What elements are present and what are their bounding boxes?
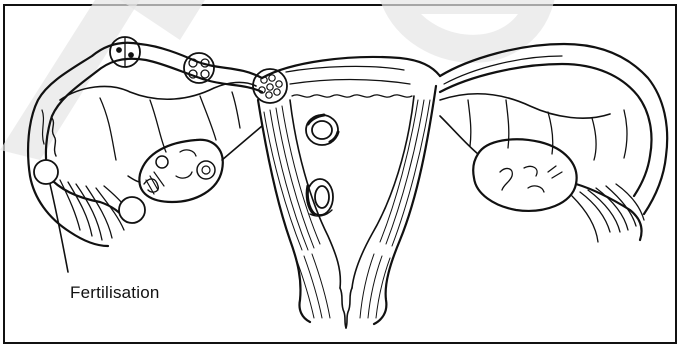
blastocyst-upper bbox=[306, 115, 338, 145]
zygote-two-cell bbox=[110, 37, 140, 67]
fertilisation-label: Fertilisation bbox=[70, 283, 160, 303]
right-ovary bbox=[473, 139, 576, 211]
left-tube-inner bbox=[46, 59, 262, 174]
ovum-released bbox=[119, 197, 145, 223]
uterus-fundus bbox=[262, 57, 440, 78]
left-tube-outer bbox=[28, 43, 262, 246]
right-tube-inner bbox=[440, 64, 652, 196]
blastocyst-implanting bbox=[307, 179, 333, 216]
ovum-fertilisation bbox=[34, 160, 58, 184]
right-tube-outer bbox=[440, 44, 667, 214]
uterus-left-wall bbox=[258, 100, 310, 322]
